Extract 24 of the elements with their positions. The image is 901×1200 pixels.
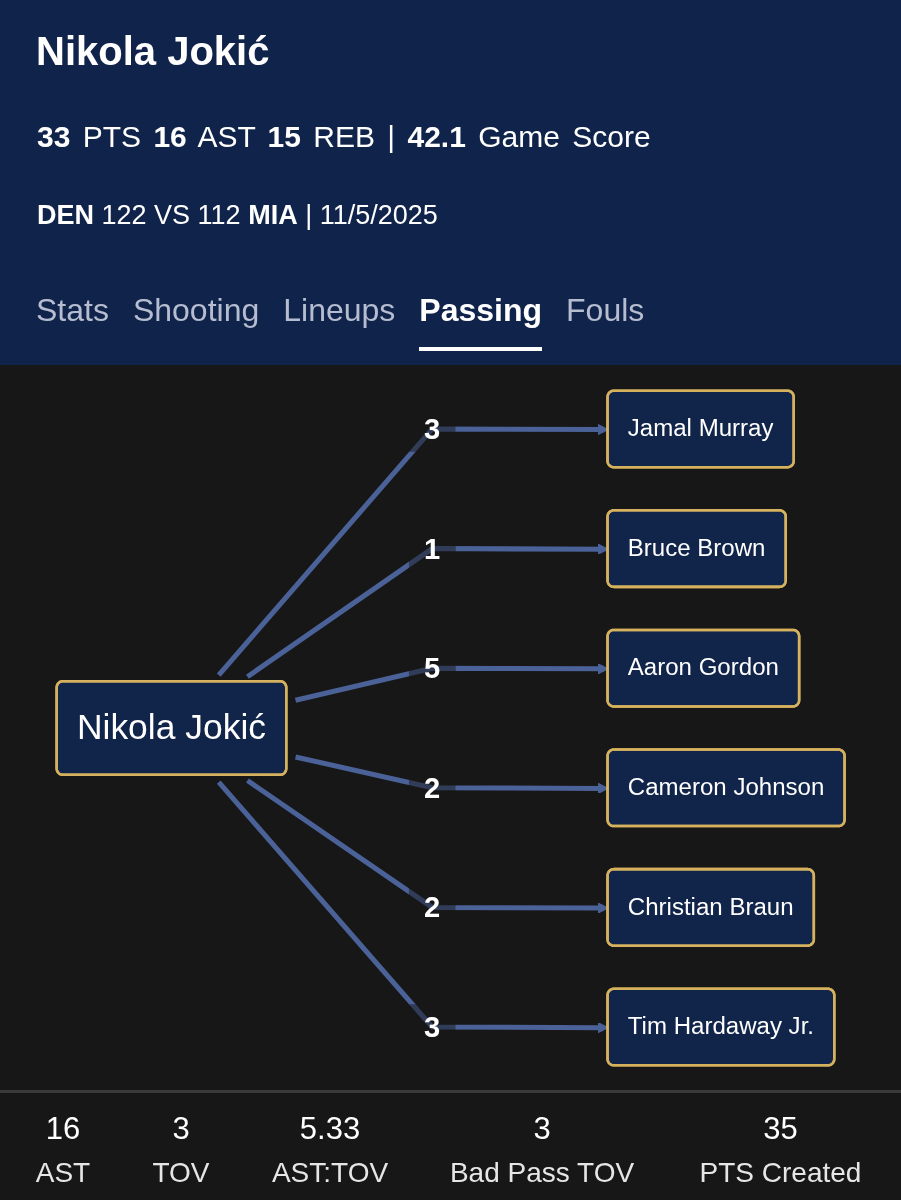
pass-count: 2 xyxy=(423,890,441,923)
stat-value: 3 xyxy=(172,1111,190,1147)
stat-value: 5.33 xyxy=(299,1111,361,1147)
pass-count: 1 xyxy=(423,532,441,565)
tab-label: Lineups xyxy=(283,292,396,329)
tab-label: Fouls xyxy=(566,292,645,329)
stat-line: 33 PTS 16 AST 15 REB | 42.1 Game Score xyxy=(37,119,651,155)
tab-label: Shooting xyxy=(132,292,260,329)
stat-label: PTS Created xyxy=(699,1157,862,1190)
pass-count: 3 xyxy=(423,412,441,445)
pass-count: 3 xyxy=(423,1010,441,1043)
pass-count: 5 xyxy=(423,651,441,684)
player-name-heading: Nikola Jokić xyxy=(36,28,270,74)
stat-value: 35 xyxy=(763,1111,798,1147)
stat-label: AST xyxy=(35,1157,91,1190)
selected-tab: Passing xyxy=(419,292,543,351)
stat-value: 3 xyxy=(533,1111,551,1147)
stat-value: 16 xyxy=(45,1111,81,1147)
tab-label: Stats xyxy=(36,292,109,329)
stat-label: TOV xyxy=(152,1157,210,1190)
stat-label: Bad Pass TOV xyxy=(449,1157,635,1190)
game-result-line: DEN 122 VS 112 MIA | 11/5/2025 xyxy=(37,199,438,232)
pass-count: 2 xyxy=(423,771,441,804)
stat-label: AST:TOV xyxy=(271,1157,389,1190)
